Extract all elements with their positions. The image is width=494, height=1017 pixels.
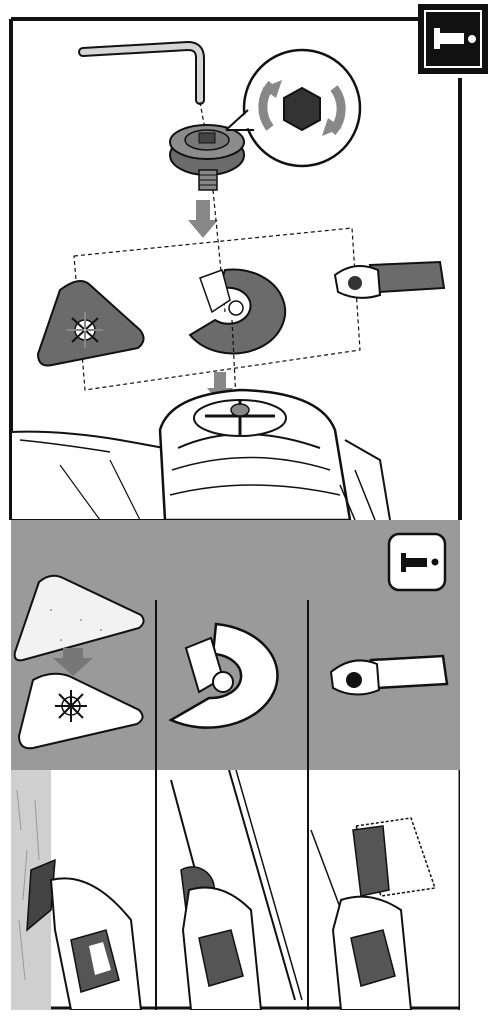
segment-cut-application-illustration <box>171 770 302 1010</box>
step-badge <box>418 4 488 74</box>
tool-head-icon <box>11 390 390 520</box>
sanding-plate-icon <box>38 281 144 366</box>
accessory-band <box>11 520 460 770</box>
mounting-illustration <box>0 0 494 520</box>
sanding-sheet-icon <box>15 576 144 661</box>
plunge-cut-blade-icon <box>331 656 447 695</box>
down-arrow-icon <box>188 200 218 238</box>
applications-panel <box>11 770 460 1010</box>
plunge-cut-blade-icon <box>335 262 444 298</box>
hex-wrench-icon <box>389 534 445 590</box>
clamping-screw-icon <box>170 125 244 190</box>
hex-wrench-icon <box>418 4 488 74</box>
rotate-callout-icon <box>226 50 360 166</box>
sanding-plate-icon <box>19 674 143 749</box>
sanding-application-illustration <box>11 770 141 1010</box>
segment-saw-blade-icon <box>171 624 277 728</box>
plunge-cut-application-illustration <box>311 818 435 1010</box>
down-arrow-icon <box>53 648 93 676</box>
hex-key-icon <box>83 46 200 100</box>
segment-saw-blade-icon <box>190 269 285 353</box>
